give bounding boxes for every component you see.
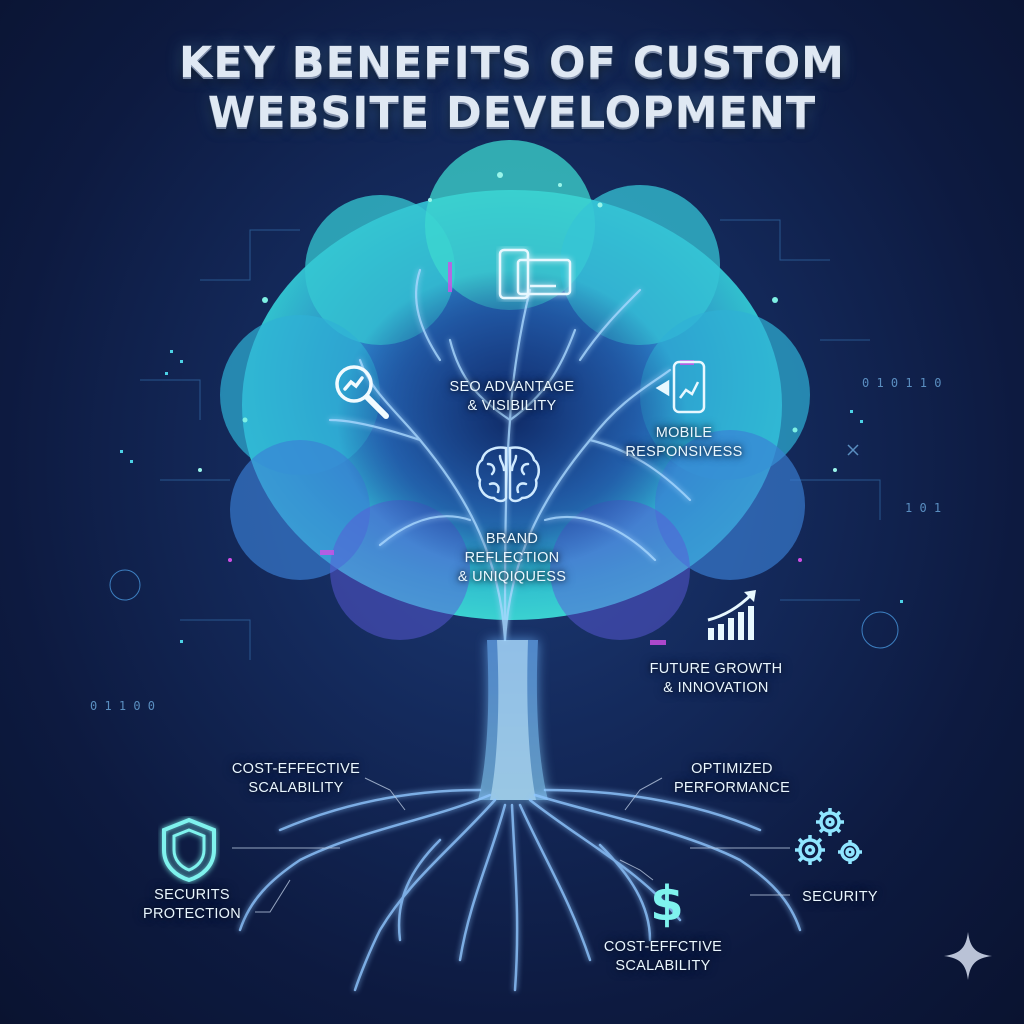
label-brand: BRAND REFLECTION & UNIQIQUESS xyxy=(457,531,567,585)
title-line-1: KEY BENEFITS OF CUSTOM xyxy=(179,38,845,88)
binary-left: 0 1 1 0 0 xyxy=(90,699,155,713)
tree-branches xyxy=(328,268,692,642)
shield-icon xyxy=(162,817,216,883)
svg-text:$: $ xyxy=(650,876,683,932)
tree-canopy xyxy=(220,140,810,640)
title-line-2: WEBSITE DEVELOPMENT xyxy=(207,88,817,138)
binary-right-2: 1 0 1 xyxy=(905,501,941,515)
label-connectors xyxy=(232,777,790,913)
digital-particles xyxy=(109,350,903,649)
magnifier-icon xyxy=(335,365,389,419)
binary-right: 0 1 0 1 1 0 xyxy=(862,376,941,390)
sparkle-icon xyxy=(944,932,992,980)
label-growth: FUTURE GROWTH & INNOVATION xyxy=(649,661,783,696)
dollar-sign-icon: $ xyxy=(650,876,683,932)
label-security-right: SECURITY xyxy=(802,889,878,905)
brain-icon xyxy=(476,446,540,503)
label-cost-left: COST-EFFECTIVE SCALABILITY xyxy=(231,761,361,796)
growth-chart-icon xyxy=(707,590,756,640)
mobile-chart-icon xyxy=(655,360,706,414)
label-performance: OPTIMIZED PERFORMANCE xyxy=(673,761,791,796)
close-mark xyxy=(847,444,859,456)
circuit-lines xyxy=(140,219,881,660)
label-cost-bottom: COST-EFFCTIVE SCALABILITY xyxy=(603,939,723,974)
label-mobile: MOBILE RESPONSIVESS xyxy=(625,425,743,460)
tree-roots xyxy=(238,788,802,992)
label-seo: SEO ADVANTAGE & VISIBILITY xyxy=(449,379,575,414)
label-security-left: SECURITS PROTECTION xyxy=(142,887,242,922)
devices-icon xyxy=(498,248,572,300)
gears-icon xyxy=(795,808,862,865)
